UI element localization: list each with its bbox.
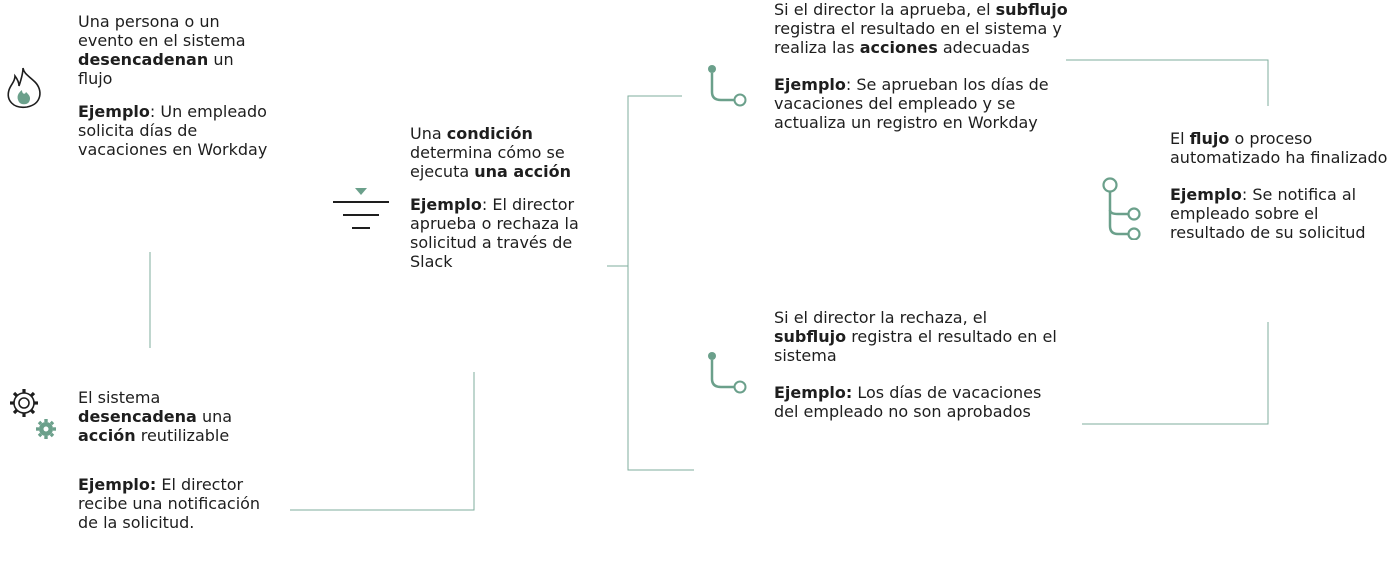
trigger-example-label: Ejemplo <box>78 102 150 121</box>
finish-text-bold: flujo <box>1189 129 1230 148</box>
system-action-text-bold1: desencadena <box>78 407 197 426</box>
approve-text-post: adecuadas <box>942 38 1030 57</box>
system-action-text-pre: El sistema <box>78 388 161 407</box>
system-action-text-mid: una <box>201 407 233 426</box>
reject-example-label: Ejemplo: <box>774 383 853 402</box>
approve-example-text: : Se aprueban los días de vacaciones del… <box>774 75 1049 132</box>
reject-block: Si el director la rechaza, el subflujo r… <box>774 308 1064 421</box>
system-action-block: El sistema desencadena una acción reutil… <box>78 388 283 532</box>
condition-example-text: : El director aprueba o rechaza la solic… <box>410 195 579 271</box>
trigger-text-post: un flujo <box>78 50 234 88</box>
system-action-example-text: El director recibe una notificación de l… <box>78 475 261 532</box>
approve-block: Si el director la aprueba, el subflujo r… <box>774 0 1074 132</box>
connector-action-to-condition <box>290 372 475 511</box>
trigger-text-pre: Una persona o un evento en el sistema <box>78 12 246 50</box>
gears-icon <box>6 378 62 446</box>
reject-text-bold1: subflujo <box>774 327 847 346</box>
reject-text-post: registra el resultado en el sistema <box>774 327 1057 365</box>
approve-example-label: Ejemplo <box>774 75 846 94</box>
connector-condition-to-subflows <box>627 95 694 471</box>
flow-end-icon <box>1100 176 1148 244</box>
trigger-block: Una persona o un evento en el sistema de… <box>78 12 268 159</box>
condition-text-pre: Una <box>410 124 442 143</box>
finish-example-text: : Se notifica al empleado sobre el resul… <box>1170 185 1366 242</box>
approve-text-mid: registra el resultado en el sistema y re… <box>774 19 1062 57</box>
condition-example-label: Ejemplo <box>410 195 482 214</box>
system-action-text-bold2: acción <box>78 426 136 445</box>
branch-icon-reject <box>704 351 750 399</box>
connector-reject-to-finish <box>1082 322 1269 425</box>
flame-icon <box>5 64 45 114</box>
approve-text-pre: Si el director la aprueba, el <box>774 0 991 19</box>
approve-text-bold2: acciones <box>859 38 938 57</box>
approve-text-bold1: subflujo <box>995 0 1068 19</box>
connector-approve-to-finish <box>1066 59 1269 106</box>
trigger-example-text: : Un empleado solicita días de vacacione… <box>78 102 268 159</box>
trigger-text-bold: desencadenan <box>78 50 209 69</box>
branch-icon-approve <box>704 64 750 112</box>
finish-example-label: Ejemplo <box>1170 185 1242 204</box>
system-action-example-label: Ejemplo: <box>78 475 157 494</box>
reject-text-pre: Si el director la rechaza, el <box>774 308 988 327</box>
finish-block: El flujo o proceso automatizado ha final… <box>1170 129 1398 242</box>
condition-text-mid: determina cómo se ejecuta <box>410 143 565 181</box>
finish-text-pre: El <box>1170 129 1185 148</box>
condition-text-bold1: condición <box>446 124 533 143</box>
condition-block: Una condición determina cómo se ejecuta … <box>410 124 600 271</box>
system-action-text-post: reutilizable <box>140 426 230 445</box>
filter-icon <box>333 186 389 240</box>
condition-text-bold2: una acción <box>474 162 572 181</box>
finish-text-post: o proceso automatizado ha finalizado <box>1170 129 1388 167</box>
reject-example-text: Los días de vacaciones del empleado no s… <box>774 383 1042 421</box>
